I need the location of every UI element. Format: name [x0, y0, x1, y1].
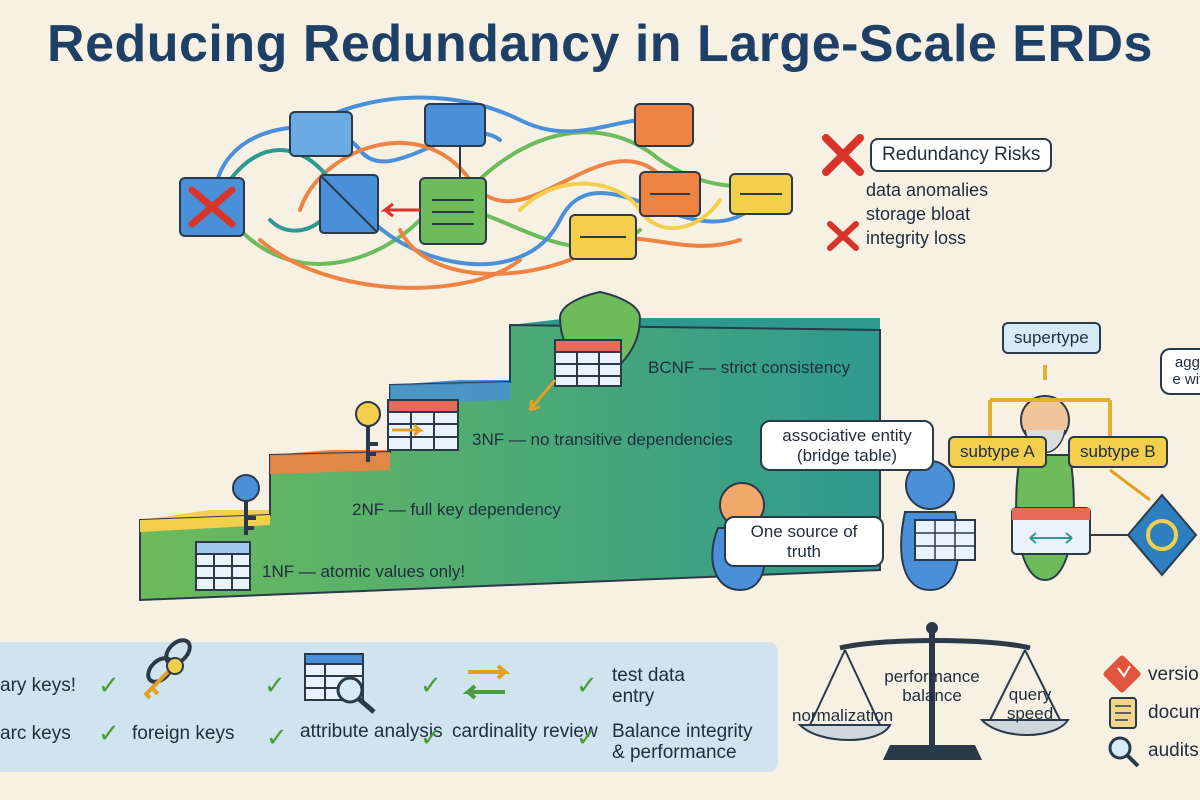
normal-form-bcnf: BCNF — strict consistency [648, 358, 851, 377]
check-item: attribute analysis [300, 721, 443, 742]
check-icon: ✓ [576, 670, 598, 700]
subtype-b-tag: subtype B [1068, 436, 1168, 468]
normal-form-2nf: 2NF — full key dependency [352, 500, 561, 519]
balance-center-label: performance balance [884, 667, 980, 705]
balance-left-label: normalization [792, 706, 894, 725]
document-icon [1109, 697, 1137, 729]
check-item: test data entry [612, 665, 685, 707]
check-icon: ✓ [420, 722, 442, 752]
check-item: ary keys! [0, 675, 77, 696]
risk-item: data anomalies [866, 180, 989, 200]
subtype-a-tag: subtype A [948, 436, 1047, 468]
associative-entity-callout: associative entity (bridge table) [760, 420, 934, 472]
table-magnifier-icon [304, 653, 376, 714]
check-icon: ✓ [266, 722, 288, 752]
check-item: arc keys [0, 723, 71, 744]
version-icon [1103, 655, 1141, 693]
supertype-tag: supertype [1002, 322, 1101, 354]
magnifier-icon [1108, 736, 1140, 768]
normal-form-3nf: 3NF — no transitive dependencies [472, 430, 733, 449]
check-icon: ✓ [420, 670, 442, 700]
check-icon: ✓ [98, 718, 120, 748]
right-list-item: audits [1148, 740, 1199, 761]
cardinality-arrows-icon [462, 664, 511, 700]
key-icon [143, 657, 184, 700]
check-icon: ✓ [98, 670, 120, 700]
aggregate-callout: agg re with [1160, 348, 1200, 395]
one-source-callout: One source of truth [724, 516, 884, 568]
page-title: Reducing Redundancy in Large-Scale ERDs [47, 15, 1153, 73]
key-icon [232, 401, 381, 535]
right-list-item: docum [1148, 702, 1200, 723]
check-item: cardinality review [452, 721, 598, 742]
check-icon: ✓ [264, 670, 286, 700]
normal-form-1nf: 1NF — atomic values only! [262, 562, 466, 581]
risk-item: storage bloat [866, 204, 971, 224]
checklist-panel [0, 642, 778, 772]
check-icon: ✓ [576, 722, 598, 752]
right-list-item: versio [1148, 664, 1199, 685]
redundancy-risks-heading: Redundancy Risks [870, 138, 1053, 172]
check-item: foreign keys [132, 723, 235, 744]
risk-item: integrity loss [866, 228, 967, 248]
check-item: Balance integrity & performance [612, 721, 753, 763]
balance-right-label: query speed [1006, 685, 1054, 723]
